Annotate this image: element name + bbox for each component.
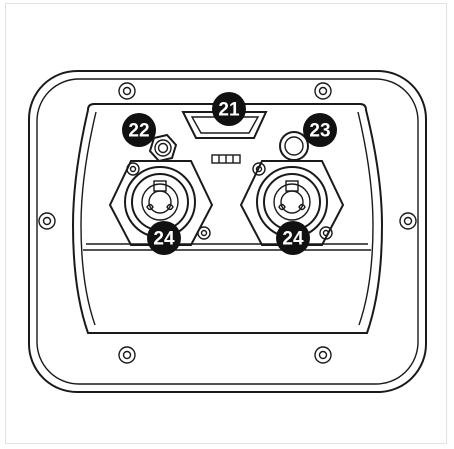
callout-23-label: 23 bbox=[309, 121, 330, 142]
callout-22-label: 22 bbox=[128, 121, 149, 142]
recessed-cavity bbox=[71, 103, 384, 334]
mounting-screw bbox=[399, 212, 417, 230]
xlr-connector-left bbox=[108, 160, 214, 246]
knob-23 bbox=[279, 131, 309, 161]
callout-24-right-label: 24 bbox=[282, 229, 304, 250]
mounting-screw bbox=[314, 346, 332, 364]
callout-badge-24-left: 24 bbox=[147, 221, 181, 255]
cavity-inner-right bbox=[357, 111, 374, 326]
callout-badge-23: 23 bbox=[303, 113, 337, 147]
outer-plate-inner-edge bbox=[36, 78, 419, 385]
cavity-inner-left bbox=[80, 111, 97, 326]
callout-badge-22: 22 bbox=[122, 113, 156, 147]
callout-badge-21: 21 bbox=[212, 92, 246, 126]
mounting-screw bbox=[38, 212, 56, 230]
mounting-screw bbox=[118, 346, 136, 364]
indicator-strip bbox=[211, 154, 241, 164]
jack-port-22 bbox=[148, 133, 178, 163]
mounting-screw bbox=[314, 82, 332, 100]
callout-24-left-label: 24 bbox=[153, 229, 175, 250]
mounting-screw bbox=[118, 82, 136, 100]
outer-plate bbox=[28, 70, 427, 393]
callout-badge-24-right: 24 bbox=[276, 221, 310, 255]
callout-21-label: 21 bbox=[218, 100, 240, 121]
